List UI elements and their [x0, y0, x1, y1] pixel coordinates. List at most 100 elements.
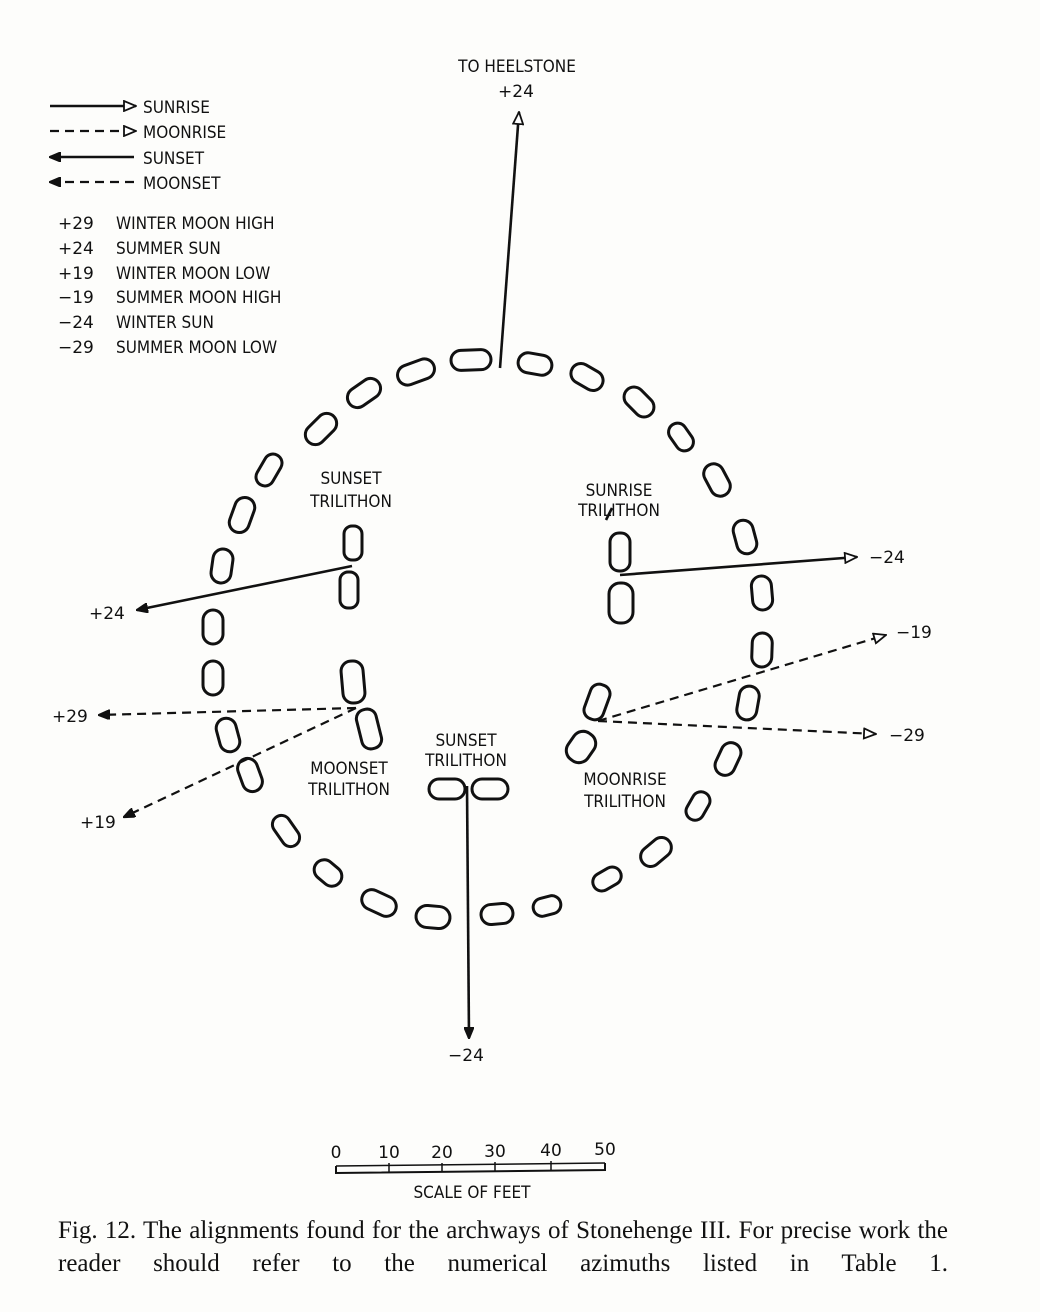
moonset-trilithon-lower — [354, 707, 384, 751]
code-value: −24 — [58, 313, 94, 333]
code-meaning: WINTER MOON LOW — [116, 264, 270, 284]
scale-tick-label: 50 — [594, 1140, 616, 1160]
code-meaning: WINTER MOON HIGH — [116, 214, 275, 234]
heelstone-label: TO HEELSTONE — [457, 57, 576, 77]
sunset-trilithon-bottom-left — [427, 777, 467, 801]
scale-tick-label: 10 — [378, 1143, 400, 1163]
stone — [531, 894, 563, 918]
sunrise-trilithon-upper — [608, 531, 632, 573]
code-meaning: SUMMER MOON HIGH — [116, 288, 281, 308]
code-meaning: SUMMER SUN — [116, 239, 221, 259]
scale-bar-frame — [335, 1163, 606, 1175]
stone — [516, 351, 554, 377]
stone — [270, 813, 302, 849]
sunset-south-line — [467, 785, 469, 1038]
stonehenge-alignment-diagram: SUNRISE MOONRISE SUNSET MOONSET +29 WINT… — [0, 57, 932, 1200]
azimuth-label-moonrise-low: −29 — [889, 726, 925, 746]
code-value: +19 — [58, 264, 94, 284]
stone — [201, 608, 225, 646]
stone — [303, 411, 339, 447]
moonrise-trilithon-label-line1: MOONRISE — [583, 770, 666, 790]
sunset-trilithon-left-upper — [342, 524, 364, 562]
stone — [667, 421, 695, 453]
scale-tick-label: 40 — [540, 1141, 562, 1161]
legend-moonrise-label: MOONRISE — [143, 123, 226, 143]
code-value: +29 — [58, 214, 94, 234]
stone — [569, 362, 605, 392]
heelstone-value: +24 — [498, 82, 534, 102]
sunrise-east-line — [619, 557, 857, 577]
sunset-trilithon-left-label-line1: SUNSET — [320, 469, 382, 489]
stone — [414, 903, 452, 931]
scale-bar-line — [335, 1162, 606, 1167]
scale-tick-label: 20 — [431, 1143, 453, 1163]
stone — [731, 518, 759, 556]
stone — [360, 888, 398, 918]
code-value: +24 — [58, 239, 94, 259]
moonrise-trilithon-upper — [582, 682, 612, 722]
legend-sunset-label: SUNSET — [143, 149, 205, 169]
sunset-trilithon-bottom-label-line2: TRILITHON — [424, 751, 507, 771]
moonrise-trilithon-label-line2: TRILITHON — [583, 792, 666, 812]
moonrise-trilithon-lower — [564, 729, 598, 765]
stone — [236, 756, 264, 794]
moonrise-high-line — [597, 635, 886, 723]
sunset-trilithon-left-label-line2: TRILITHON — [309, 492, 392, 512]
code-meaning: SUMMER MOON LOW — [116, 338, 277, 358]
stone — [702, 462, 732, 498]
figure-caption: Fig. 12. The alignments found for the ar… — [58, 1217, 948, 1277]
sunset-west-line — [137, 564, 353, 610]
azimuth-label-sunset-south: −24 — [448, 1046, 484, 1066]
sunrise-trilithon-label-line2: TRILITHON — [577, 501, 660, 521]
moonset-trilithon-upper — [339, 659, 367, 705]
sarsen-circle — [201, 348, 775, 931]
sunrise-trilithon-tick — [604, 507, 614, 521]
stone — [254, 452, 284, 488]
stone — [227, 495, 257, 535]
heelstone-sunrise-line — [498, 112, 519, 369]
sunrise-trilithon-lower — [607, 581, 635, 625]
stone — [639, 836, 673, 868]
azimuth-label-sunset-west: +24 — [89, 604, 125, 624]
stone — [312, 858, 344, 888]
scale-tick-label: 0 — [331, 1143, 342, 1163]
legend-codes: +29 WINTER MOON HIGH +24 SUMMER SUN +19 … — [58, 214, 281, 358]
azimuth-label-moonset-high: +29 — [52, 707, 88, 727]
azimuth-label-moonset-low: +19 — [80, 813, 116, 833]
scale-label: SCALE OF FEET — [413, 1183, 531, 1200]
trilithon-stones — [338, 524, 635, 801]
azimuth-label-moonrise-high: −19 — [896, 623, 932, 643]
stone — [479, 901, 515, 927]
code-value: −29 — [58, 338, 94, 358]
code-meaning: WINTER SUN — [116, 313, 214, 333]
moonset-trilithon-label-line1: MOONSET — [310, 759, 388, 779]
scale-bar: 0 10 20 30 40 50 SCALE OF FEET — [331, 1140, 616, 1200]
stone — [214, 716, 242, 754]
stone — [209, 547, 235, 585]
legend-arrows: SUNRISE MOONRISE SUNSET MOONSET — [50, 98, 226, 194]
alignment-lines — [99, 112, 886, 1038]
sunset-trilithon-bottom-label-line1: SUNSET — [435, 731, 497, 751]
sunset-trilithon-bottom-right — [470, 777, 510, 801]
stone — [713, 741, 743, 777]
sunset-trilithon-left-lower — [338, 570, 360, 610]
moonset-low-line — [124, 707, 357, 817]
stone — [684, 790, 712, 822]
stone — [750, 631, 774, 669]
azimuth-label-sunrise-east: −24 — [869, 548, 905, 568]
stone — [345, 376, 383, 410]
stone — [591, 865, 623, 893]
moonrise-low-line — [597, 719, 876, 734]
code-value: −19 — [58, 288, 94, 308]
stone — [622, 385, 656, 419]
legend-moonset-label: MOONSET — [143, 174, 221, 194]
moonset-trilithon-label-line2: TRILITHON — [307, 780, 390, 800]
scale-tick-label: 30 — [484, 1142, 506, 1162]
legend-sunrise-label: SUNRISE — [143, 98, 210, 118]
stone — [396, 357, 436, 387]
stone — [749, 574, 775, 612]
moonset-high-line — [99, 706, 357, 715]
stone — [449, 348, 493, 372]
stone — [735, 684, 761, 722]
